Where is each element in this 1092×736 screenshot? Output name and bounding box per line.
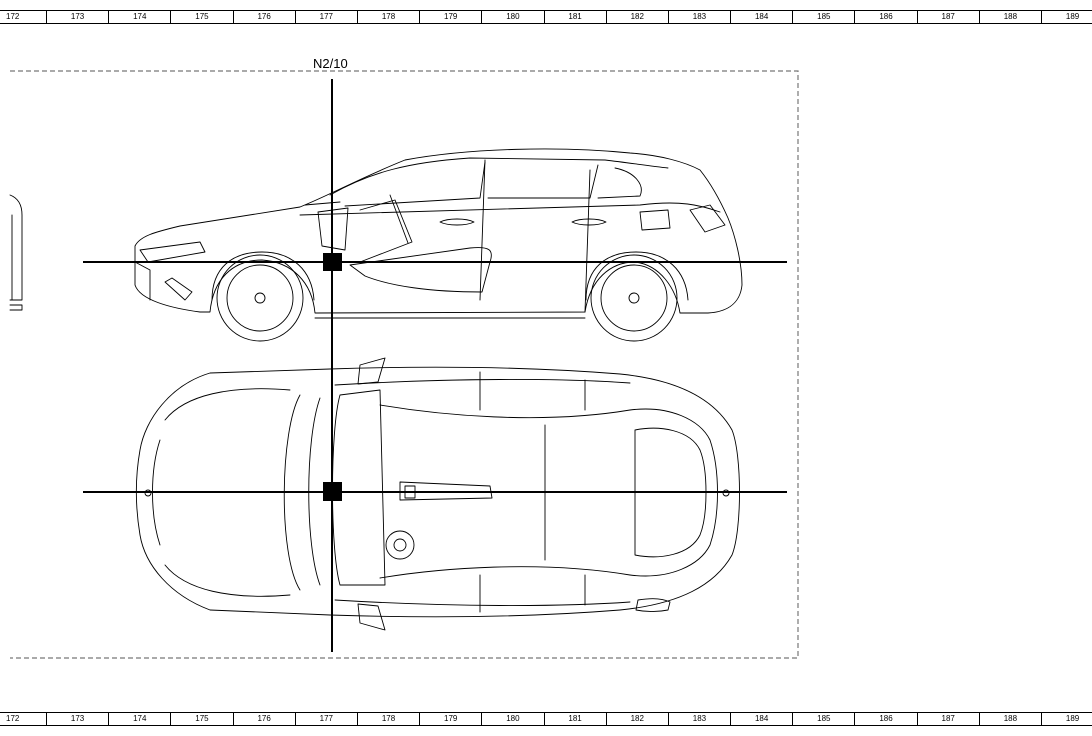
ruler-tick-label: 187 bbox=[918, 11, 980, 23]
ruler-tick-label: 184 bbox=[731, 11, 794, 23]
ruler-tick-label: 178 bbox=[358, 11, 421, 23]
ruler-tick-label: 172 bbox=[0, 713, 47, 725]
ruler-tick-label: 189 bbox=[1042, 713, 1092, 725]
square-marker-icon[interactable] bbox=[323, 253, 342, 271]
ruler-tick-label: 185 bbox=[793, 713, 856, 725]
square-marker-icon[interactable] bbox=[323, 482, 342, 501]
ruler-tick-label: 175 bbox=[171, 11, 234, 23]
ruler-tick-label: 175 bbox=[171, 713, 234, 725]
ruler-tick-label: 174 bbox=[109, 11, 172, 23]
ruler-tick-label: 182 bbox=[607, 11, 669, 23]
ruler-tick-label: 182 bbox=[607, 713, 669, 725]
ruler-tick-label: 181 bbox=[545, 11, 607, 23]
ruler-tick-label: 186 bbox=[855, 713, 918, 725]
partial-vehicle-edge bbox=[9, 194, 23, 311]
ruler-tick-label: 188 bbox=[980, 11, 1042, 23]
car-side-view-icon bbox=[134, 148, 743, 342]
crosshair-icon bbox=[83, 79, 787, 652]
ruler-tick-label: 174 bbox=[109, 713, 172, 725]
ruler-tick-label: 180 bbox=[482, 713, 545, 725]
ruler-tick-label: 176 bbox=[234, 713, 296, 725]
position-label: N2/10 bbox=[313, 56, 348, 71]
ruler-tick-label: 178 bbox=[358, 713, 421, 725]
ruler-tick-label: 188 bbox=[980, 713, 1042, 725]
ruler-tick-label: 187 bbox=[918, 713, 980, 725]
diagram-frame bbox=[10, 70, 799, 659]
ruler-tick-label: 186 bbox=[855, 11, 918, 23]
ruler-tick-label: 176 bbox=[234, 11, 296, 23]
ruler-tick-label: 189 bbox=[1042, 11, 1092, 23]
ruler-tick-label: 181 bbox=[545, 713, 607, 725]
ruler-tick-label: 184 bbox=[731, 713, 794, 725]
ruler-tick-label: 177 bbox=[296, 11, 358, 23]
ruler-tick-label: 185 bbox=[793, 11, 856, 23]
ruler-tick-label: 173 bbox=[47, 713, 110, 725]
ruler-tick-label: 179 bbox=[420, 11, 483, 23]
ruler-tick-label: 180 bbox=[482, 11, 545, 23]
car-top-view-icon bbox=[135, 357, 740, 631]
ruler-tick-label: 177 bbox=[296, 713, 358, 725]
ruler-tick-label: 179 bbox=[420, 713, 483, 725]
ruler-tick-label: 172 bbox=[0, 11, 47, 23]
ruler-tick-label: 183 bbox=[669, 11, 732, 23]
ruler-tick-label: 183 bbox=[669, 713, 732, 725]
ruler-tick-label: 173 bbox=[47, 11, 110, 23]
